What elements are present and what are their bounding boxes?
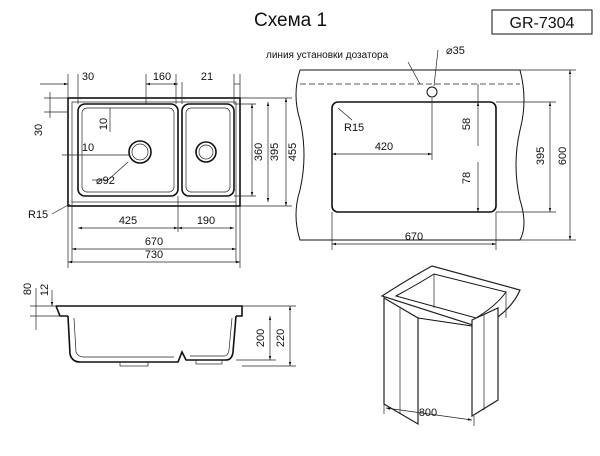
dim-offset-x: 420: [375, 141, 393, 153]
dim-outer-depth: 455: [287, 143, 299, 161]
dim-counter-depth: 600: [557, 147, 569, 165]
dim-left-margin: 30: [82, 71, 94, 83]
dispenser-note: линия установки дозатора: [266, 50, 389, 61]
dim-offset-bottom: 78: [461, 172, 473, 184]
dim-main-top: 10: [98, 118, 110, 130]
small-drain: [195, 141, 217, 163]
dim-cutout-depth: 395: [535, 147, 547, 165]
dim-bowl-depth: 360: [253, 143, 265, 161]
top-view: 30 160 21 30 10 10 ⌀92 R15 360 395 455: [28, 71, 299, 268]
dim-rim: 80: [22, 283, 34, 295]
dim-outer-width: 730: [145, 249, 163, 261]
main-bowl: [77, 103, 179, 197]
cutout-rect: [331, 101, 497, 213]
model-code: GR-7304: [510, 15, 575, 32]
main-drain: [128, 140, 152, 164]
dim-drain: ⌀92: [96, 175, 115, 187]
scheme-title: Схема 1: [254, 10, 327, 31]
dim-total-height: 220: [275, 329, 287, 347]
model-code-box: GR-7304: [491, 9, 593, 35]
dim-cutout-width: 670: [405, 231, 423, 243]
dim-cutout-corner: R15: [344, 122, 364, 134]
dispenser-hole: [426, 86, 438, 98]
small-bowl: [181, 103, 235, 197]
side-view: 80 12 200 220: [22, 283, 296, 367]
dim-small-width: 190: [197, 215, 215, 227]
dim-lip: 12: [39, 284, 51, 296]
dim-main-side: 10: [82, 142, 94, 154]
cutout-view: линия установки дозатора ⌀35 R15 420 58 …: [266, 45, 576, 250]
dim-cabinet-width: 800: [419, 407, 437, 419]
dim-hole: ⌀35: [446, 45, 465, 57]
dim-inner-depth: 395: [269, 143, 281, 161]
dim-small-to-edge: 21: [201, 71, 213, 83]
dim-offset-top: 58: [461, 118, 473, 130]
dim-main-width: 425: [119, 215, 137, 227]
dim-inner-width: 670: [145, 236, 163, 248]
dim-corner: R15: [28, 209, 48, 221]
dim-main-to-small: 160: [153, 71, 171, 83]
cabinet-view: 800: [380, 265, 521, 426]
dim-bowl-height: 200: [255, 329, 267, 347]
dim-top-margin: 30: [33, 124, 45, 136]
